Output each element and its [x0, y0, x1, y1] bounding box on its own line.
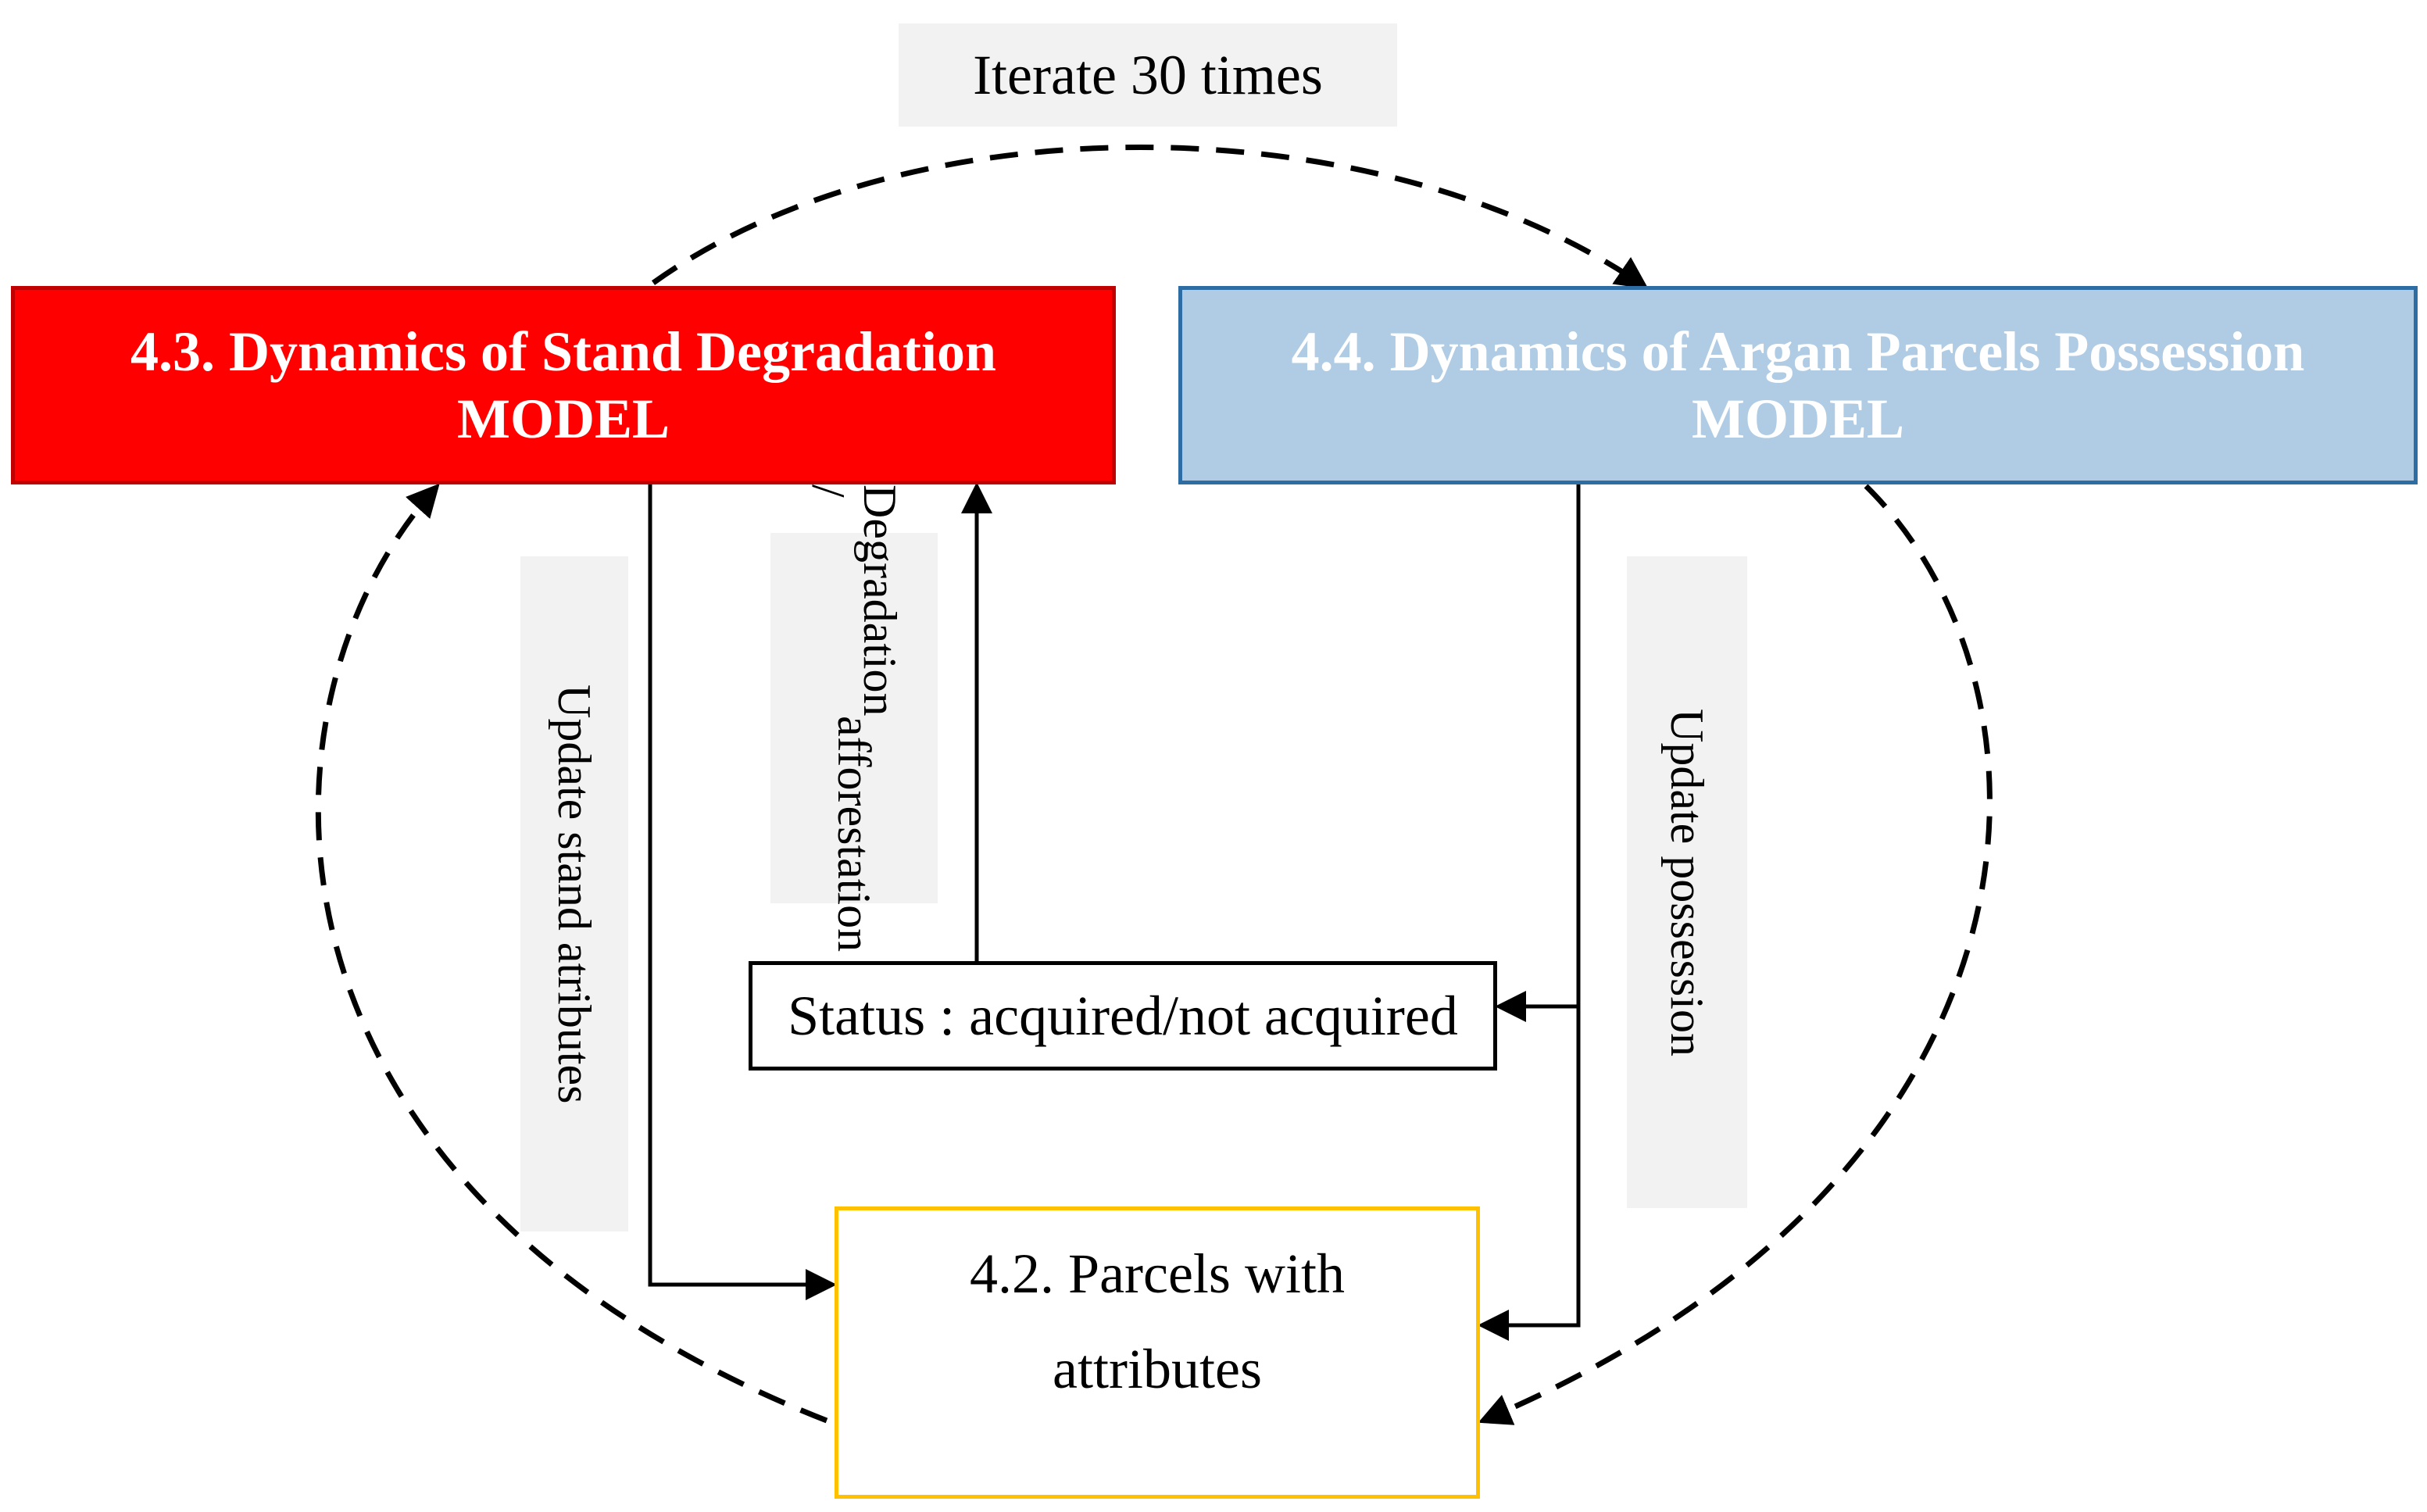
parcels-possession-model-box: 4.4. Dynamics of Argan Parcels Possessio…	[1178, 286, 2418, 484]
stand-degradation-subtitle: MODEL	[456, 388, 670, 450]
status-box: Status : acquired/not acquired	[749, 961, 1497, 1071]
parcels-box-line1: 4.2. Parcels with	[970, 1242, 1345, 1305]
degradation-label-line2: afforestation	[828, 716, 880, 953]
connector-update-stand	[648, 484, 837, 1300]
iteration-label: Iterate 30 times	[899, 23, 1397, 127]
update-possession-label: Update possession	[1627, 556, 1747, 1208]
status-box-text: Status : acquired/not acquired	[788, 984, 1458, 1047]
degradation-label-line1: Degradation /	[802, 484, 906, 717]
update-stand-label-text: Update stand atributes	[549, 684, 600, 1104]
parcels-box-line2: attributes	[1053, 1338, 1262, 1401]
parcels-with-attributes-box: 4.2. Parcels with attributes	[835, 1206, 1480, 1499]
stand-degradation-title: 4.3. Dynamics of Stand Degradation	[130, 320, 997, 383]
parcels-possession-subtitle: MODEL	[1691, 388, 1904, 450]
loop-arc-left	[315, 483, 828, 1424]
parcels-possession-title: 4.4. Dynamics of Argan Parcels Possessio…	[1291, 320, 2305, 383]
degradation-afforestation-label: Degradation / afforestation	[770, 484, 938, 952]
connector-possession-parcels	[1478, 484, 1581, 1341]
loop-arc-top	[651, 145, 1649, 289]
iteration-label-text: Iterate 30 times	[973, 43, 1323, 106]
stand-degradation-model-box: 4.3. Dynamics of Stand Degradation MODEL	[11, 286, 1116, 484]
update-stand-label: Update stand atributes	[520, 556, 628, 1231]
update-possession-label-text: Update possession	[1661, 708, 1713, 1056]
